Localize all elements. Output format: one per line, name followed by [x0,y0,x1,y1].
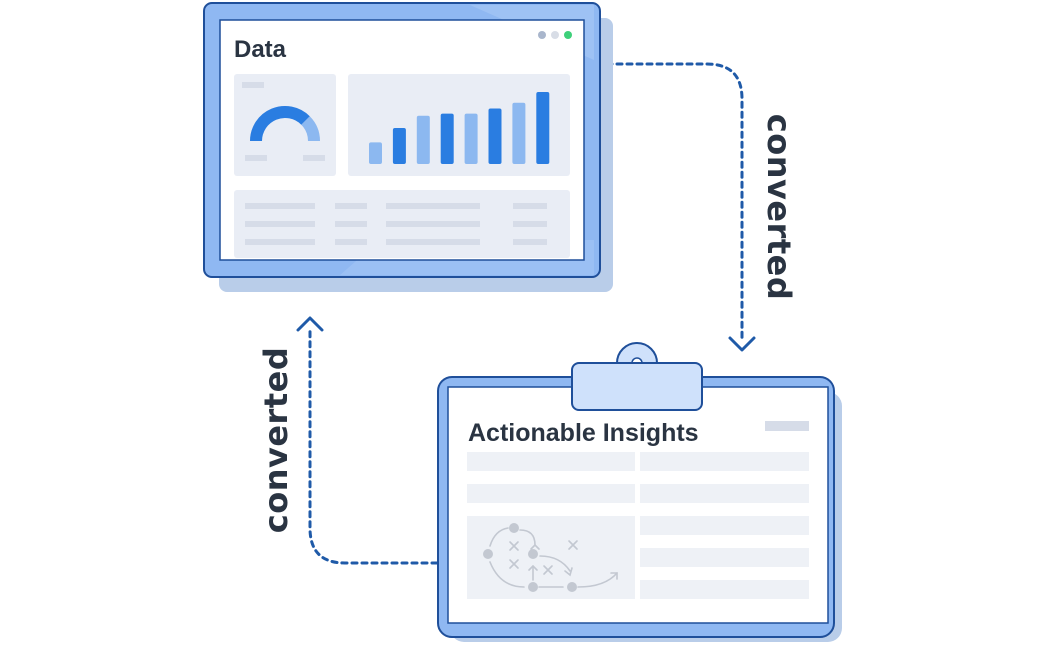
gauge-max-placeholder [303,155,325,161]
bar-6 [488,108,502,164]
data-window [203,2,613,292]
window-controls [538,31,572,39]
window-dot-1 [538,31,546,39]
converted-label-right: converted [760,113,798,301]
connector-data-to-insights [605,62,756,352]
bar-2 [392,128,406,164]
window-dot-2 [551,31,559,39]
connector-line-right [605,62,744,340]
arrow-down-icon [728,336,756,352]
strategy-play-icon [483,523,618,592]
bar-chart [369,92,550,164]
data-window-title: Data [234,36,287,63]
insights-clipboard [437,342,842,642]
table-placeholder-rows [245,203,547,245]
clipboard-clip [571,362,703,411]
insights-title: Actionable Insights [468,419,699,447]
gauge-remaining [301,116,320,142]
gauge-chart [250,106,320,142]
gauge-min-placeholder [245,155,267,161]
gauge-title-placeholder [242,82,264,88]
bar-1 [369,142,382,164]
connector-line-left [308,328,439,565]
bar-5 [464,113,478,164]
arrow-up-icon [296,316,324,332]
bar-3 [416,115,430,164]
gauge-panel [234,74,336,176]
insights-tag-placeholder [765,421,809,431]
gauge-fill [250,106,310,142]
bar-4 [440,113,454,164]
connector-insights-to-data [296,316,439,565]
converted-label-left: converted [257,346,295,534]
window-dot-3 [564,31,572,39]
bar-7 [512,102,526,164]
bar-8 [536,92,550,164]
